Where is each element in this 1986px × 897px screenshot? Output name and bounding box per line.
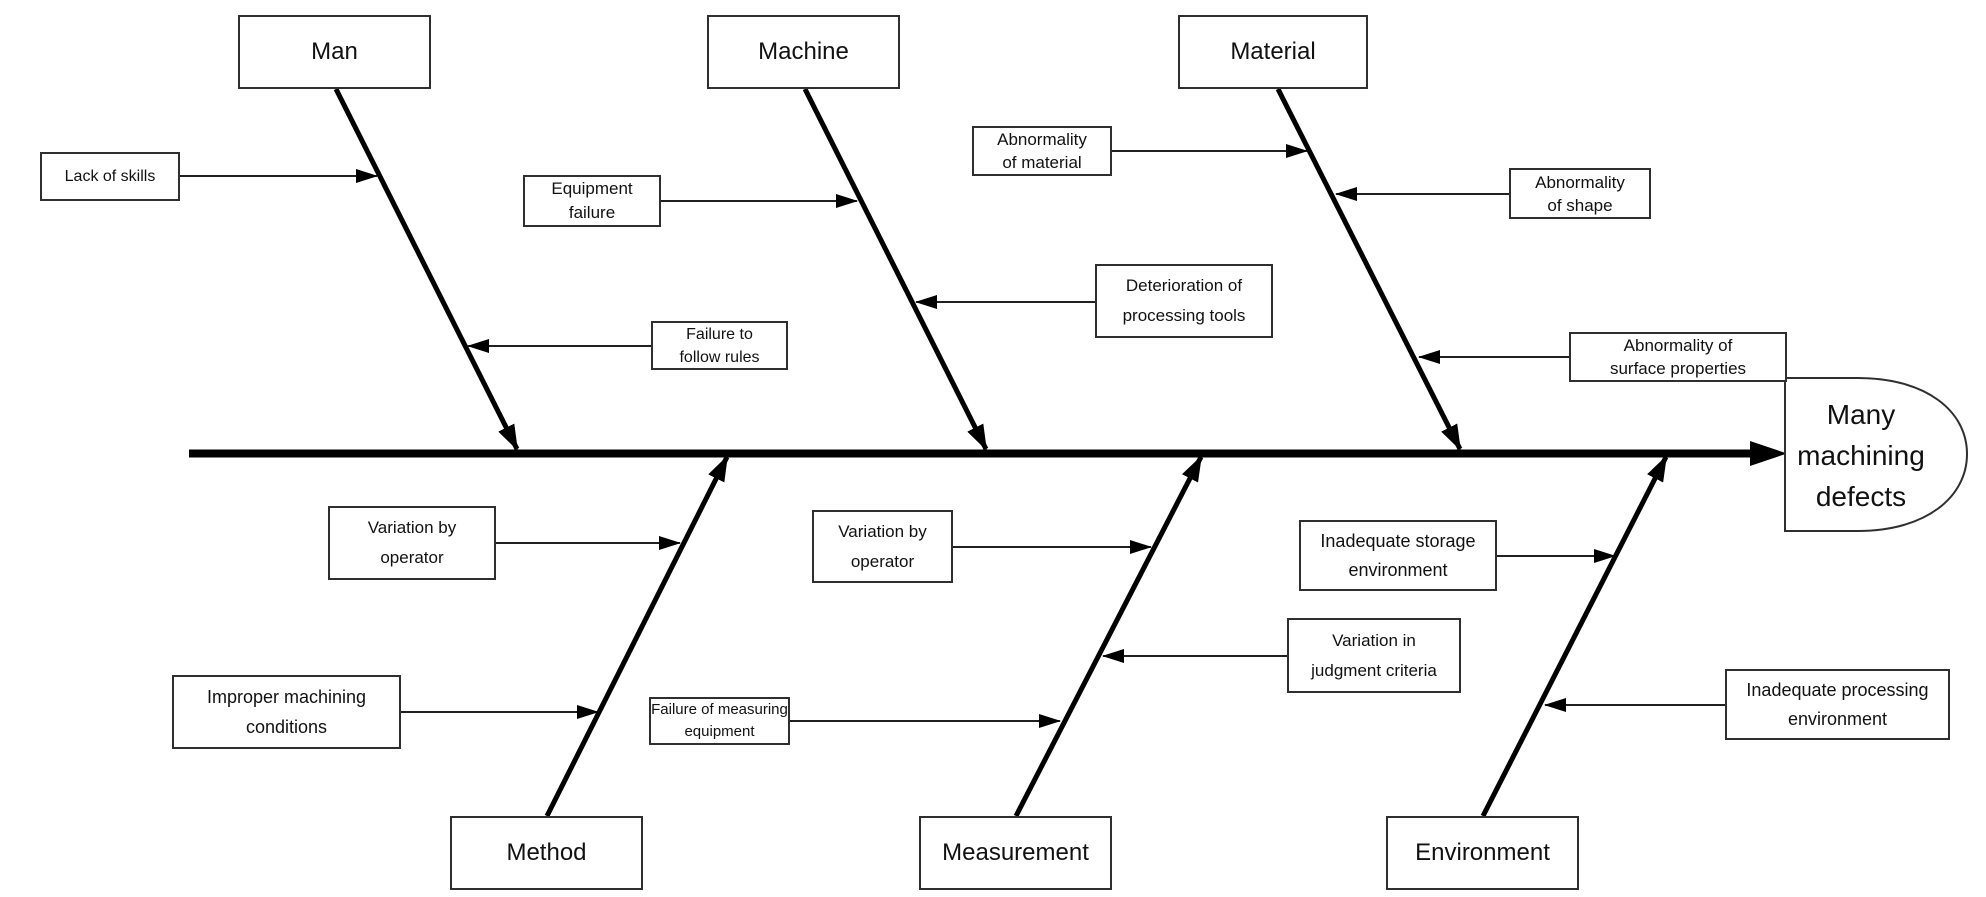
cause-label-line: Abnormality of (1623, 336, 1733, 355)
cause-label-line: of material (1002, 153, 1082, 172)
cause-box-abnormality-of-shape: Abnormality of shape (1509, 168, 1651, 219)
category-box-measurement: Measurement (919, 816, 1112, 890)
cause-box-variation-in-judgment-criteria: Variation in judgment criteria (1287, 618, 1461, 693)
cause-label-line: operator (850, 551, 915, 571)
cause-label-line: Inadequate storage (1320, 530, 1476, 551)
effect-label-line: Many (1826, 398, 1896, 430)
cause-box-equipment-failure: Equipment failure (523, 175, 661, 227)
cause-box-improper-machining-conditions: Improper machining conditions (172, 675, 401, 749)
cause-box-abnormality-of-material: Abnormality of material (972, 126, 1112, 176)
cause-box-variation-by-operator-method: Variation by operator (328, 506, 496, 580)
cause-label-line: operator (380, 548, 444, 567)
cause-label-line: Variation by (838, 521, 927, 541)
cause-box-inadequate-storage-environment: Inadequate storage environment (1299, 520, 1497, 591)
cause-box-abnormality-of-surface-properties: Abnormality of surface properties (1569, 332, 1787, 382)
cause-label-line: failure (568, 203, 616, 222)
cause-label-line: Failure of measuring (651, 701, 788, 718)
machine-bone-line (802, 87, 989, 451)
cause-box-variation-by-operator-measurement: Variation by operator (812, 510, 953, 583)
measurement-bone-line (1013, 455, 1204, 818)
category-box-environment: Environment (1386, 816, 1579, 890)
effect-label-line: defects (1815, 480, 1907, 512)
cause-label-line: Abnormality (997, 130, 1087, 149)
man-bone-line (333, 87, 520, 451)
cause-label-line: of shape (1547, 195, 1613, 215)
cause-box-lack-of-skills: Lack of skills (40, 152, 180, 201)
cause-box-failure-to-follow-rules: Failure to follow rules (651, 321, 788, 370)
category-box-machine: Machine (707, 15, 900, 89)
environment-bone-line (1480, 455, 1669, 818)
category-box-man: Man (238, 15, 431, 89)
cause-label-line: environment (1348, 559, 1448, 580)
category-label: Measurement (942, 839, 1089, 866)
cause-box-failure-of-measuring-equipment: Failure of measuring equipment (649, 697, 790, 745)
effect-label: Many machining defects (1785, 384, 1937, 526)
cause-label-line: Equipment (551, 179, 633, 198)
spine-arrowhead (1750, 441, 1787, 466)
cause-label-line: judgment criteria (1311, 660, 1437, 680)
category-box-material: Material (1178, 15, 1368, 89)
cause-label-line: Lack of skills (64, 167, 156, 185)
material-bone-line (1275, 87, 1463, 451)
category-label: Environment (1415, 839, 1550, 866)
cause-label-line: Inadequate processing (1746, 679, 1929, 700)
category-box-method: Method (450, 816, 643, 890)
effect-label-line: machining (1797, 439, 1925, 471)
category-label: Machine (758, 38, 849, 65)
cause-label-line: surface properties (1609, 359, 1747, 378)
cause-label-line: follow rules (679, 348, 760, 366)
cause-label-line: equipment (684, 723, 755, 740)
effect-shape (1784, 377, 1969, 532)
cause-label-line: environment (1787, 708, 1888, 729)
category-label: Material (1230, 38, 1316, 65)
cause-label-line: processing tools (1122, 306, 1246, 325)
cause-box-deterioration-of-processing-tools: Deterioration of processing tools (1095, 264, 1273, 338)
cause-label-line: conditions (245, 717, 328, 737)
category-label: Man (311, 38, 358, 65)
cause-label-line: Improper machining (206, 687, 367, 707)
cause-label-line: Abnormality (1535, 172, 1625, 192)
cause-label-line: Variation by (367, 518, 457, 537)
cause-label-line: Deterioration of (1125, 276, 1243, 295)
category-label: Method (506, 839, 587, 866)
cause-label-line: Variation in (1332, 630, 1416, 650)
cause-box-inadequate-processing-environment: Inadequate processing environment (1725, 669, 1950, 740)
cause-label-line: Failure to (686, 325, 753, 343)
method-bone-line (544, 455, 730, 818)
